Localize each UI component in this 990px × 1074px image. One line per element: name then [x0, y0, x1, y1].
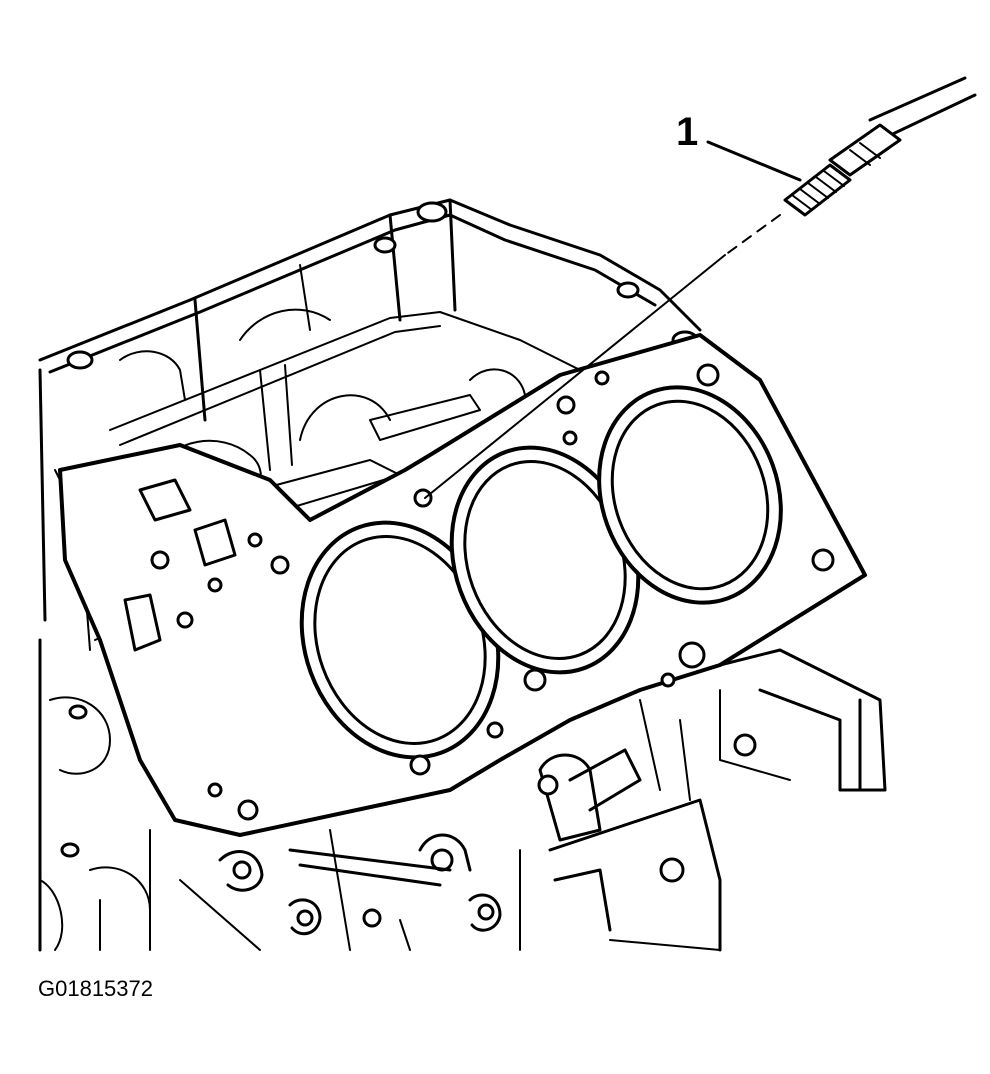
callout-leader-lines [424, 140, 802, 499]
figure-id: G01815372 [38, 976, 153, 1001]
callout-number-1: 1 [676, 110, 699, 154]
cylinder-head-gasket [58, 333, 867, 837]
threaded-tool [724, 76, 977, 256]
engine-block-lower-features [89, 648, 887, 952]
